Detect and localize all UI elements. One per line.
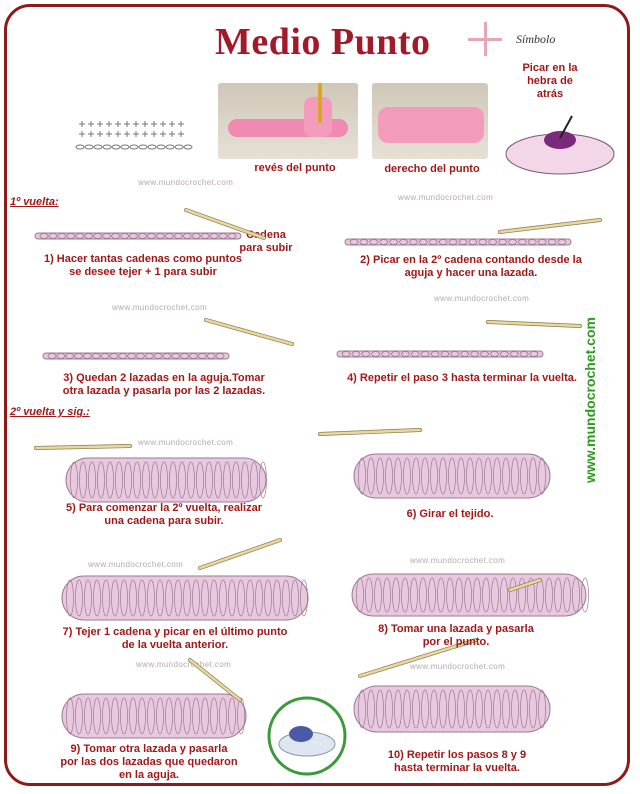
watermark: www.mundocrochet.com xyxy=(398,193,494,202)
section-2-heading: 2º vuelta y sig.: xyxy=(10,406,90,418)
derecho-photo xyxy=(372,83,488,159)
step-6-caption: 6) Girar el tejido. xyxy=(406,508,494,520)
plus-symbol-icon xyxy=(468,22,502,56)
page-frame xyxy=(4,4,630,786)
reves-photo xyxy=(218,83,358,159)
step-10-caption: 10) Repetir los pasos 8 y 9 hasta termin… xyxy=(387,749,527,774)
section-1-heading: 1º vuelta: xyxy=(10,196,59,208)
watermark: www.mundocrochet.com xyxy=(138,178,234,187)
pick-note: Picar en la hebra de atrás xyxy=(522,62,578,100)
back-loop-detail-icon xyxy=(267,696,347,776)
step-3-caption: 3) Quedan 2 lazadas en la aguja.Tomar ot… xyxy=(62,372,266,397)
step-7-caption: 7) Tejer 1 cadena y picar en el último p… xyxy=(62,626,288,651)
step-1-caption: 1) Hacer tantas cadenas como puntos se d… xyxy=(43,253,243,278)
watermark: www.mundocrochet.com xyxy=(112,303,208,312)
step-9-caption: 9) Tomar otra lazada y pasarla por las d… xyxy=(60,743,238,781)
symbol-label: Símbolo xyxy=(516,32,556,46)
cadena-label: Cadena para subir xyxy=(239,229,293,254)
step-2-caption: 2) Picar en la 2º cadena contando desde … xyxy=(360,254,582,279)
watermark: www.mundocrochet.com xyxy=(434,294,530,303)
watermark: www.mundocrochet.com xyxy=(88,560,184,569)
watermark: www.mundocrochet.com xyxy=(410,556,506,565)
stitch-symbol-chart xyxy=(75,121,193,150)
watermark: www.mundocrochet.com xyxy=(410,662,506,671)
step-8-caption: 8) Tomar una lazada y pasarla por el pun… xyxy=(378,623,534,648)
reves-label: revés del punto xyxy=(254,162,336,174)
watermark: www.mundocrochet.com xyxy=(138,438,234,447)
step-5-caption: 5) Para comenzar la 2º vuelta, realizar … xyxy=(65,502,262,527)
back-loop-diagram xyxy=(505,115,615,175)
derecho-label: derecho del punto xyxy=(384,163,480,175)
watermark: www.mundocrochet.com xyxy=(136,660,232,669)
step-4-caption: 4) Repetir el paso 3 hasta terminar la v… xyxy=(347,372,577,384)
page-title: Medio Punto xyxy=(215,21,431,63)
